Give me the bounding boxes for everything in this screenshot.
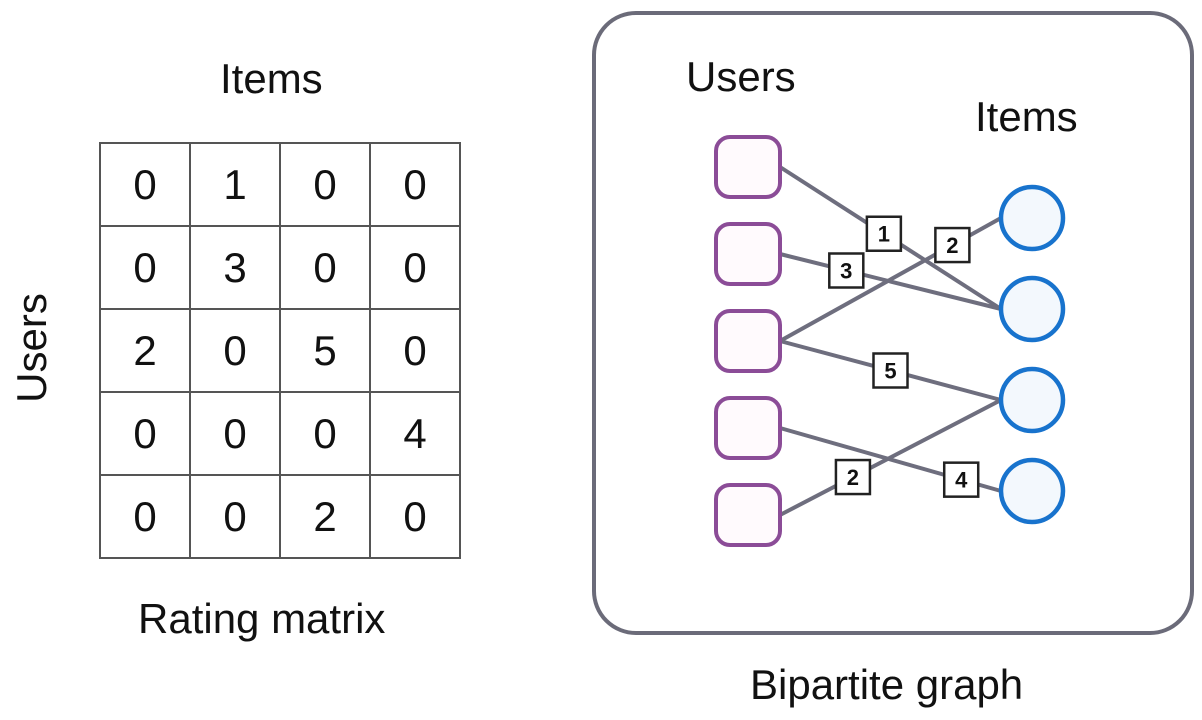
edge-weight-label: 2 [946, 233, 958, 258]
graph-users-label: Users [686, 53, 796, 100]
matrix-cell: 0 [99, 474, 191, 559]
matrix-cell: 0 [99, 142, 191, 227]
graph-items-label: Items [975, 93, 1078, 140]
matrix-cell: 0 [189, 474, 281, 559]
matrix-cell: 0 [189, 391, 281, 476]
matrix-caption: Rating matrix [138, 595, 386, 642]
matrix-cell: 0 [279, 142, 371, 227]
item-node [998, 275, 1066, 343]
edge-weight-label: 3 [840, 259, 852, 284]
matrix-items-label: Items [220, 55, 323, 102]
user-node [714, 483, 782, 547]
matrix-cell: 0 [369, 308, 461, 393]
matrix-cell: 2 [99, 308, 191, 393]
edge-weight-box [834, 458, 872, 496]
matrix-cell: 0 [189, 308, 281, 393]
matrix-cell: 0 [369, 225, 461, 310]
edge-weight-box [934, 226, 971, 264]
matrix-cell: 0 [99, 391, 191, 476]
user-node [714, 396, 782, 460]
matrix-cell: 0 [369, 142, 461, 227]
matrix-cell: 3 [189, 225, 281, 310]
edge-weight-box [872, 352, 909, 389]
edge-weight-label: 4 [955, 468, 968, 493]
edge-weight-box [865, 215, 903, 252]
item-node [998, 366, 1066, 434]
item-node [998, 457, 1066, 525]
user-node [714, 309, 782, 373]
matrix-cell: 1 [189, 142, 281, 227]
edge-weight-label: 2 [847, 465, 859, 490]
matrix-cell: 5 [279, 308, 371, 393]
matrix-cell: 0 [279, 391, 371, 476]
matrix-cell: 2 [279, 474, 371, 559]
item-node [998, 184, 1066, 252]
edge-weight-label: 5 [884, 359, 896, 384]
user-node [714, 135, 782, 199]
graph-caption: Bipartite graph [750, 661, 1024, 708]
edge-weight-box [942, 461, 980, 498]
matrix-cell: 0 [279, 225, 371, 310]
graph-frame [592, 11, 1194, 635]
graph-edge [779, 398, 1002, 517]
matrix-cell: 4 [369, 391, 461, 476]
edge-weight-label: 1 [878, 222, 890, 247]
matrix-cell: 0 [369, 474, 461, 559]
edge-weight-box [828, 252, 865, 289]
matrix-cell: 0 [99, 225, 191, 310]
user-node [714, 222, 782, 286]
